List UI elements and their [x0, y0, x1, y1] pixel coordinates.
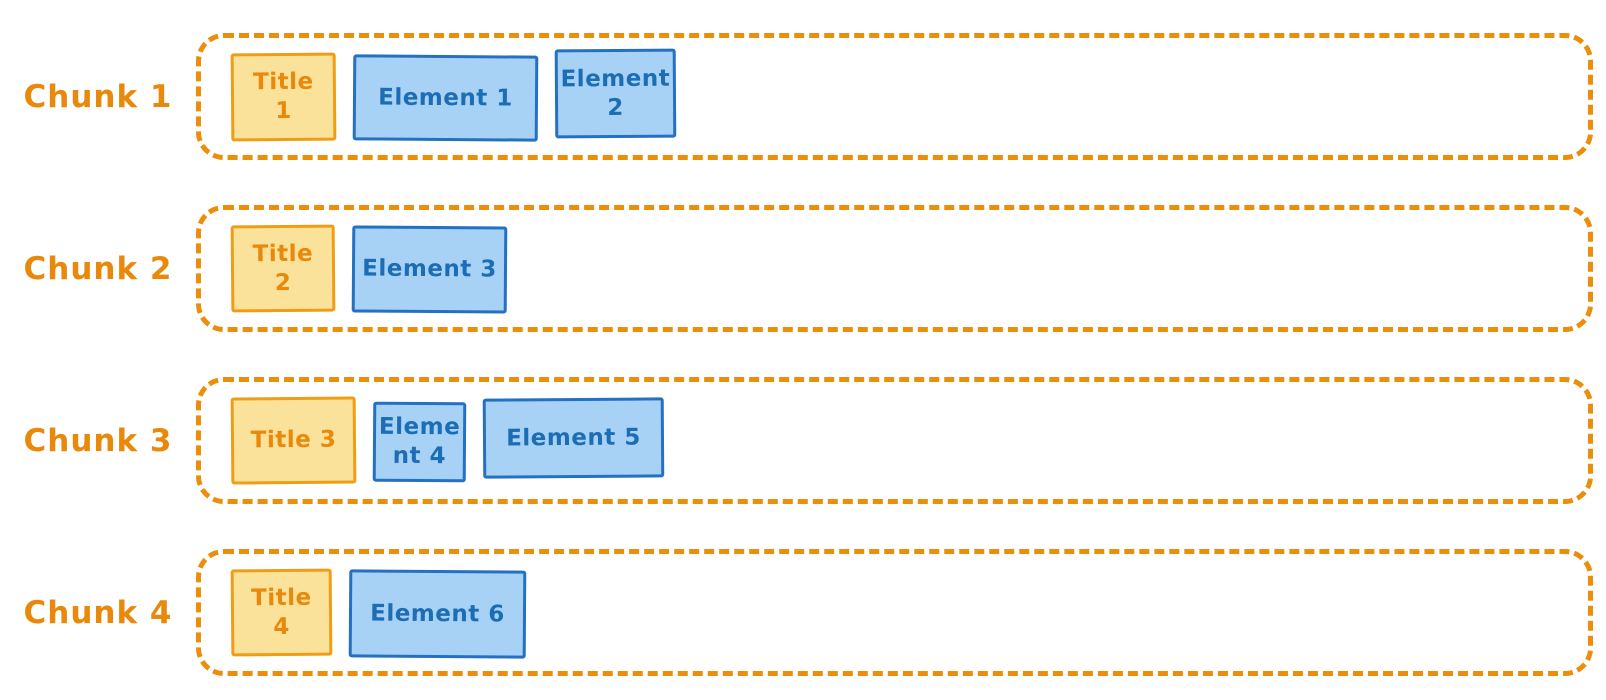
chunk-container-2: Title 2 Element 3 [196, 205, 1593, 332]
chunk-row: Chunk 4 Title 4 Element 6 [0, 549, 1606, 676]
chunk-label-4: Chunk 4 [23, 594, 173, 631]
chunk-element-box: Element 5 [482, 396, 665, 479]
chunk-element-box: Element 2 [554, 48, 677, 139]
chunk-title-box: Title 2 [230, 224, 336, 313]
chunk-element-box: Eleme nt 4 [372, 401, 467, 482]
box-label: Element 2 [560, 65, 671, 121]
chunk-title-box: Title 1 [230, 52, 337, 141]
chunk-title-box: Title 4 [230, 568, 333, 657]
box-label: Eleme nt 4 [378, 413, 461, 469]
chunk-element-box: Element 3 [351, 225, 508, 314]
chunk-label-2: Chunk 2 [23, 250, 173, 287]
box-label: Title 4 [250, 584, 312, 640]
box-label: Element 3 [362, 255, 497, 283]
chunk-label-3: Chunk 3 [23, 422, 173, 459]
chunk-row: Chunk 3 Title 3 Eleme nt 4 Element 5 [0, 377, 1606, 504]
chunk-element-box: Element 6 [348, 568, 527, 659]
chunk-container-1: Title 1 Element 1 Element 2 [196, 33, 1593, 160]
chunk-row: Chunk 2 Title 2 Element 3 [0, 205, 1606, 332]
chunk-row: Chunk 1 Title 1 Element 1 Element 2 [0, 33, 1606, 160]
chunk-container-4: Title 4 Element 6 [196, 549, 1593, 676]
box-label: Title 1 [252, 68, 314, 124]
box-label: Element 6 [370, 599, 505, 627]
box-label: Title 2 [252, 240, 314, 296]
chunk-label-1: Chunk 1 [23, 78, 173, 115]
chunk-container-3: Title 3 Eleme nt 4 Element 5 [196, 377, 1593, 504]
chunk-element-box: Element 1 [352, 53, 539, 142]
box-label: Title 3 [250, 426, 337, 454]
box-label: Element 1 [378, 83, 513, 111]
box-label: Element 5 [506, 423, 641, 451]
chunk-title-box: Title 3 [230, 396, 357, 485]
